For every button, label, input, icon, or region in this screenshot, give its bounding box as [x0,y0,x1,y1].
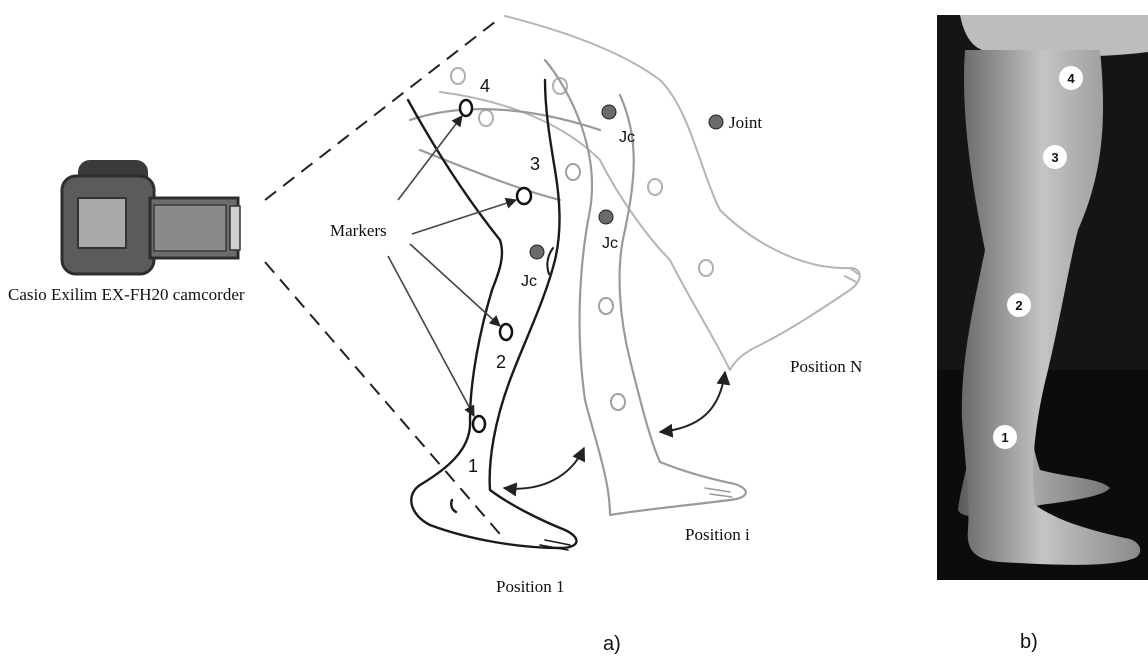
marker-arrow-3 [412,200,516,234]
joint-center-position-1 [530,245,544,259]
leg-position-n [440,16,860,370]
jc-label-position-n: Jc [619,129,635,146]
motion-arrow-i-to-n [660,372,725,432]
marker-number-4: 4 [480,76,490,96]
photo-marker-number-3: 3 [1051,150,1058,165]
panel-b-photo: 4 3 2 1 b) [937,15,1148,653]
position-i-label: Position i [685,525,750,544]
joint-center-position-n [602,105,616,119]
fov-line-bottom [265,262,505,540]
motion-arrow-1-to-i [504,448,584,489]
marker-arrow-1 [388,256,474,416]
jc-label-position-1: Jc [521,273,537,290]
marker-number-3: 3 [530,154,540,174]
photo-marker-number-2: 2 [1015,298,1022,313]
camcorder-icon [62,160,240,274]
marker-number-2: 2 [496,352,506,372]
legend-joint-swatch [709,115,723,129]
photo-marker-number-4: 4 [1067,71,1075,86]
marker-arrow-2 [410,244,500,326]
position-n-label: Position N [790,357,862,376]
leg-position-1 [408,80,576,550]
marker-number-1: 1 [468,456,478,476]
legend-joint-label: Joint [729,113,762,132]
panel-a-label: a) [603,633,621,655]
joint-center-position-i [599,210,613,224]
position-1-label: Position 1 [496,577,565,596]
leg-position-i [410,60,746,515]
markers-label: Markers [330,221,387,240]
marker-1 [473,416,485,432]
camera-label: Casio Exilim EX-FH20 camcorder [8,285,245,304]
marker-4 [460,100,472,116]
marker-3 [517,188,531,204]
photo-marker-number-1: 1 [1001,430,1008,445]
marker-2 [500,324,512,340]
panel-a-diagram: Casio Exilim EX-FH20 camcorder [8,16,862,655]
panel-b-label: b) [1020,631,1038,653]
marker-arrow-4 [398,116,462,200]
jc-label-position-i: Jc [602,235,618,252]
